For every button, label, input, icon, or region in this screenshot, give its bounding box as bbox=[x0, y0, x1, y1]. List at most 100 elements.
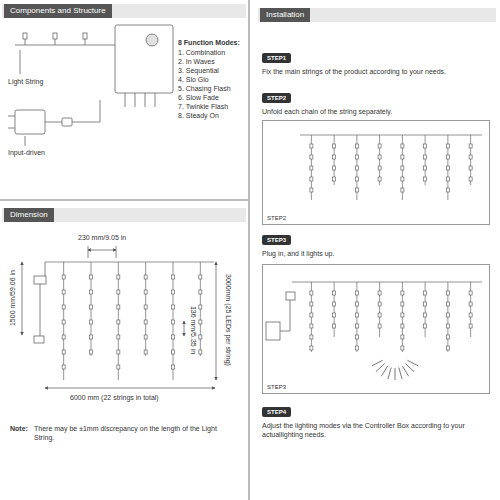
plug-socket bbox=[266, 292, 295, 340]
led-bulb bbox=[424, 313, 427, 317]
led-bulb bbox=[446, 346, 449, 350]
led-bulb bbox=[90, 275, 93, 279]
mode-item: 8. Steady On bbox=[178, 111, 219, 120]
string-wire bbox=[173, 262, 174, 380]
led-bulb bbox=[378, 155, 381, 159]
led-bulb bbox=[310, 155, 313, 159]
led-bulb bbox=[355, 177, 358, 181]
led-bulb bbox=[144, 320, 147, 324]
led-bulb bbox=[62, 350, 65, 354]
led-bulb bbox=[378, 324, 381, 328]
led-bulb bbox=[469, 324, 472, 328]
top-wire bbox=[300, 135, 482, 136]
led-bulb bbox=[469, 313, 472, 317]
string-wire bbox=[402, 282, 403, 352]
dimension-label: 1500 mm/59.06 in bbox=[8, 270, 17, 326]
mode-item: 1. Combination bbox=[178, 48, 225, 57]
node-text: STEP1 bbox=[267, 54, 286, 62]
led-bulb bbox=[446, 324, 449, 328]
led-bulb bbox=[90, 305, 93, 309]
node-text: Dimension bbox=[10, 210, 48, 220]
part-name: Light String bbox=[8, 77, 43, 86]
led-bulb bbox=[117, 350, 120, 354]
mode-item: 2. In Waves bbox=[178, 57, 215, 66]
controller-and-plug bbox=[34, 262, 46, 343]
glow-ray bbox=[372, 360, 383, 365]
instruction-text: Fix the main strings of the product acco… bbox=[262, 67, 492, 76]
led-bulb bbox=[62, 320, 65, 324]
led-bulb bbox=[62, 275, 65, 279]
led-bulb bbox=[446, 291, 449, 295]
led-bulb bbox=[378, 313, 381, 317]
led-bulb bbox=[172, 275, 175, 279]
led-bulb bbox=[355, 324, 358, 328]
list-heading: 8 Function Modes: bbox=[178, 38, 240, 47]
led-bulb bbox=[446, 177, 449, 181]
led-bulb bbox=[90, 335, 93, 339]
led-bulb bbox=[144, 290, 147, 294]
led-bulb bbox=[469, 155, 472, 159]
header-bar bbox=[258, 8, 496, 22]
string-wire bbox=[334, 282, 335, 337]
string-wire bbox=[379, 282, 380, 337]
led-bulb bbox=[172, 290, 175, 294]
led-bulb bbox=[446, 155, 449, 159]
led-bulb bbox=[469, 144, 472, 148]
glow-rays bbox=[372, 360, 418, 380]
led-bulb bbox=[424, 144, 427, 148]
led-bulb bbox=[172, 350, 175, 354]
led-bulb bbox=[144, 335, 147, 339]
part-name: Input-driven bbox=[8, 148, 45, 157]
led-bulb bbox=[424, 302, 427, 306]
string-wire bbox=[334, 135, 335, 185]
led-bulb bbox=[469, 166, 472, 170]
string-wire bbox=[311, 282, 312, 352]
led-bulb bbox=[446, 166, 449, 170]
header-bar bbox=[2, 208, 246, 222]
led-bulb bbox=[199, 305, 202, 309]
led-bulb bbox=[355, 313, 358, 317]
node-text: STEP2 bbox=[267, 94, 286, 102]
node-text: STEP4 bbox=[267, 408, 286, 416]
node-text: STEP2 bbox=[267, 215, 286, 221]
led-bulb bbox=[62, 365, 65, 369]
led-bulb bbox=[310, 144, 313, 148]
dimension-label: 136 mm/5.35 in bbox=[189, 306, 198, 354]
glow-ray bbox=[399, 367, 402, 379]
led-bulb bbox=[333, 155, 336, 159]
string-wire bbox=[425, 282, 426, 337]
led-bulb bbox=[117, 365, 120, 369]
led-bulb bbox=[90, 320, 93, 324]
led-bulb bbox=[310, 166, 313, 170]
led-bulb bbox=[199, 290, 202, 294]
led-bulb bbox=[333, 313, 336, 317]
string-wire bbox=[447, 135, 448, 200]
led-bulb bbox=[446, 313, 449, 317]
led-bulb bbox=[62, 290, 65, 294]
panel-divider bbox=[0, 199, 249, 201]
led-bulb bbox=[310, 177, 313, 181]
led-bulb bbox=[401, 177, 404, 181]
led-bulb bbox=[355, 291, 358, 295]
led-bulb bbox=[469, 177, 472, 181]
dimension-label: 3000mm (25 LEDs per string) bbox=[224, 274, 233, 366]
led-bulb bbox=[310, 188, 313, 192]
led-bulb bbox=[424, 291, 427, 295]
dimension-lines bbox=[22, 246, 216, 388]
glow-ray bbox=[405, 364, 414, 372]
mode-item: 4. Slo Glo bbox=[178, 75, 209, 84]
led-bulb bbox=[333, 324, 336, 328]
section-header: Installation bbox=[260, 8, 310, 22]
led-bulb bbox=[310, 324, 313, 328]
instruction-text: Plug in, and it lights up. bbox=[262, 249, 492, 258]
led-bulb bbox=[117, 290, 120, 294]
node-text: STEP3 bbox=[267, 236, 286, 244]
led-bulb bbox=[310, 302, 313, 306]
panel-divider bbox=[248, 0, 250, 500]
led-bulb bbox=[378, 166, 381, 170]
led-bulb bbox=[401, 335, 404, 339]
led-bulb bbox=[401, 188, 404, 192]
led-bulb bbox=[424, 166, 427, 170]
node-text: STEP3 bbox=[267, 384, 286, 390]
section-header: Components and Structure bbox=[4, 4, 112, 18]
